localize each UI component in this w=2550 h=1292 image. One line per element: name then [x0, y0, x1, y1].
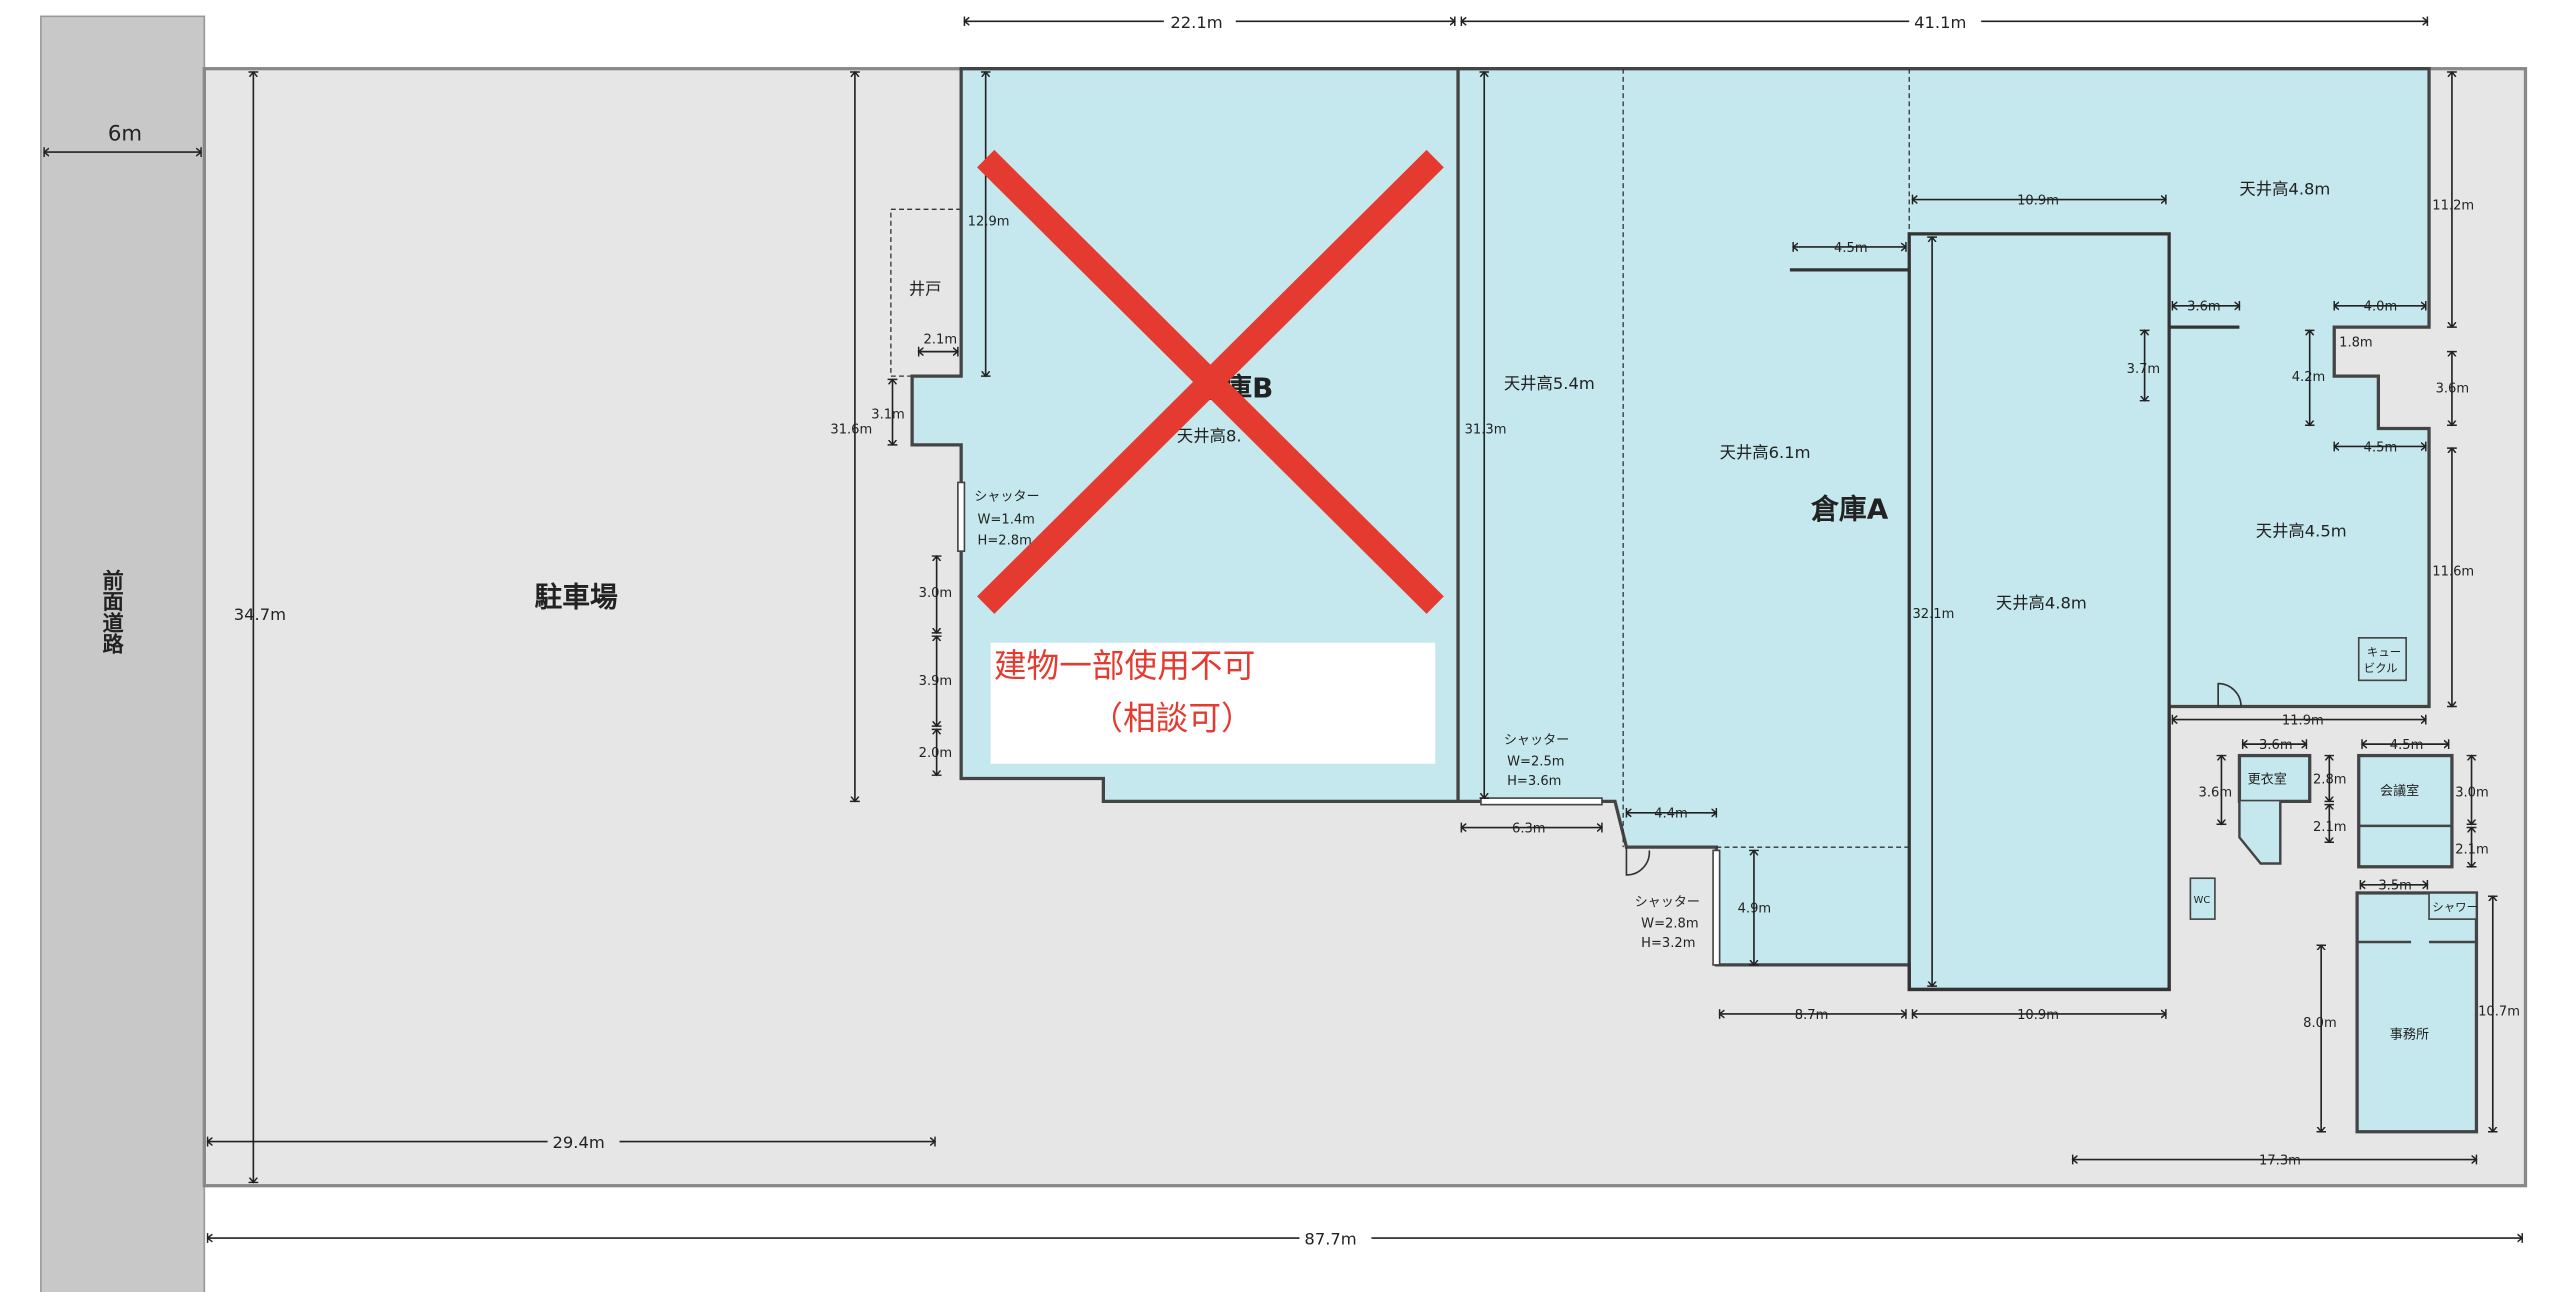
a-3-7-label: 3.7m — [2127, 362, 2161, 377]
ceiling-4-5: 天井高4.5m — [2256, 521, 2347, 540]
shutter-b — [957, 481, 966, 552]
svg-text:前面道路: 前面道路 — [99, 568, 124, 655]
changing-3-6w-label: 3.6m — [2259, 738, 2293, 753]
changing-3-6h-label: 3.6m — [2199, 785, 2233, 800]
office-8-0-label: 8.0m — [2303, 1016, 2337, 1031]
shower-label: シャワー — [2432, 900, 2478, 914]
cubicle-label-1: キュー — [2367, 645, 2401, 659]
changing-2-1-label: 2.1m — [2313, 820, 2347, 835]
a-4-0-label: 4.0m — [2364, 300, 2398, 315]
changing-room-label: 更衣室 — [2248, 770, 2287, 787]
unavailable-cross-line — [977, 149, 1444, 614]
meeting-room — [2357, 753, 2454, 869]
parking-width-label: 29.4m — [552, 1133, 604, 1152]
ceiling-4-8-top: 天井高4.8m — [2239, 180, 2330, 199]
shutter-a2-label-1: シャッター — [1635, 894, 1700, 910]
door-icon — [2217, 682, 2242, 707]
b-depth-label: 31.6m — [830, 422, 872, 437]
a-11-2-label: 11.2m — [2432, 198, 2474, 213]
meeting-room-label: 会議室 — [2380, 782, 2419, 799]
a-4-9-label: 4.9m — [1738, 902, 1772, 917]
warehouse-a-name: 倉庫A — [1810, 492, 1889, 525]
shutter-a2-label-3: H=3.2m — [1641, 936, 1695, 951]
a-3-6-right-label: 3.6m — [2436, 382, 2470, 397]
shutter-a1-label-1: シャッター — [1504, 732, 1569, 748]
office-label: 事務所 — [2390, 1027, 2429, 1043]
wc-label: WC — [2194, 895, 2211, 906]
b-3-9-label: 3.9m — [919, 674, 953, 689]
warehouse-b-ceiling: 天井高8. — [1177, 427, 1242, 446]
ceiling-4-8-inner: 天井高4.8m — [1996, 593, 2087, 612]
notice-subtext: （相談可） — [1090, 699, 1253, 737]
a-6-3-label: 6.3m — [1512, 821, 1546, 836]
a-10-9-bottom-label: 10.9m — [2017, 1008, 2059, 1023]
shutter-a1-label-3: H=3.6m — [1507, 774, 1561, 789]
ceiling-6-1: 天井高6.1m — [1720, 443, 1811, 462]
shutter-a2-label-2: W=2.8m — [1641, 916, 1698, 931]
cubicle — [2357, 637, 2407, 682]
meeting-4-5-label: 4.5m — [2390, 738, 2424, 753]
b-width-label: 22.1m — [1170, 13, 1222, 32]
a-31-3-label: 31.3m — [1465, 422, 1507, 437]
b-2-1-label: 2.1m — [924, 332, 958, 347]
b-3-0-label: 3.0m — [919, 586, 953, 601]
shutter-a1 — [1480, 797, 1603, 806]
a-4-5-right-label: 4.5m — [2364, 440, 2398, 455]
b-12-9-label: 12.9m — [968, 215, 1010, 230]
changing-room — [2237, 753, 2312, 804]
a-10-9-top-label: 10.9m — [2017, 193, 2059, 208]
inner-section — [1907, 232, 2171, 992]
changing-2-8-label: 2.8m — [2313, 772, 2347, 787]
a-11-6-label: 11.6m — [2432, 565, 2474, 580]
wc — [2189, 877, 2216, 920]
a-width-label: 41.1m — [1914, 13, 1966, 32]
a-3-6-label: 3.6m — [2187, 300, 2221, 315]
b-2-0-label: 2.0m — [919, 746, 953, 761]
a-4-4-label: 4.4m — [1654, 807, 1688, 822]
depth-label: 34.7m — [234, 605, 286, 624]
annex-17-3-label: 17.3m — [2259, 1153, 2301, 1168]
road-width-label: 6m — [108, 122, 142, 147]
shutter-b-label-2: W=1.4m — [978, 512, 1035, 527]
a-4-5-left-label: 4.5m — [1834, 241, 1868, 256]
total-width-label: 87.7m — [1304, 1230, 1356, 1249]
notice-text: 建物一部使用不可 — [994, 647, 1255, 685]
cubicle-label-2: ビクル — [2364, 661, 2398, 675]
office-3-5-label: 3.5m — [2378, 879, 2412, 894]
meeting-2-1-label: 2.1m — [2455, 843, 2489, 858]
a-11-9-label: 11.9m — [2282, 713, 2324, 728]
b-3-1-label: 3.1m — [871, 408, 905, 423]
front-road — [40, 15, 206, 1292]
a-4-2-label: 4.2m — [2292, 370, 2326, 385]
a-32-1-label: 32.1m — [1913, 607, 1955, 622]
shutter-a2 — [1712, 849, 1721, 966]
ceiling-5-4: 天井高5.4m — [1504, 374, 1595, 393]
well-label: 井戸 — [909, 279, 942, 298]
a-8-7-label: 8.7m — [1795, 1008, 1829, 1023]
meeting-3-0-label: 3.0m — [2455, 785, 2489, 800]
shower — [2428, 892, 2478, 920]
parking-label: 駐車場 — [535, 581, 619, 614]
office-10-7-label: 10.7m — [2478, 1005, 2520, 1020]
a-1-8-label: 1.8m — [2339, 336, 2373, 351]
notice-box — [990, 642, 1436, 764]
shutter-b-label-3: H=2.8m — [978, 534, 1032, 549]
door-icon — [1625, 847, 1651, 876]
road-label: 前面道路 — [99, 568, 124, 655]
shutter-a1-label-2: W=2.5m — [1507, 754, 1564, 769]
office — [2355, 891, 2479, 1134]
shutter-b-label-1: シャッター — [974, 488, 1039, 504]
